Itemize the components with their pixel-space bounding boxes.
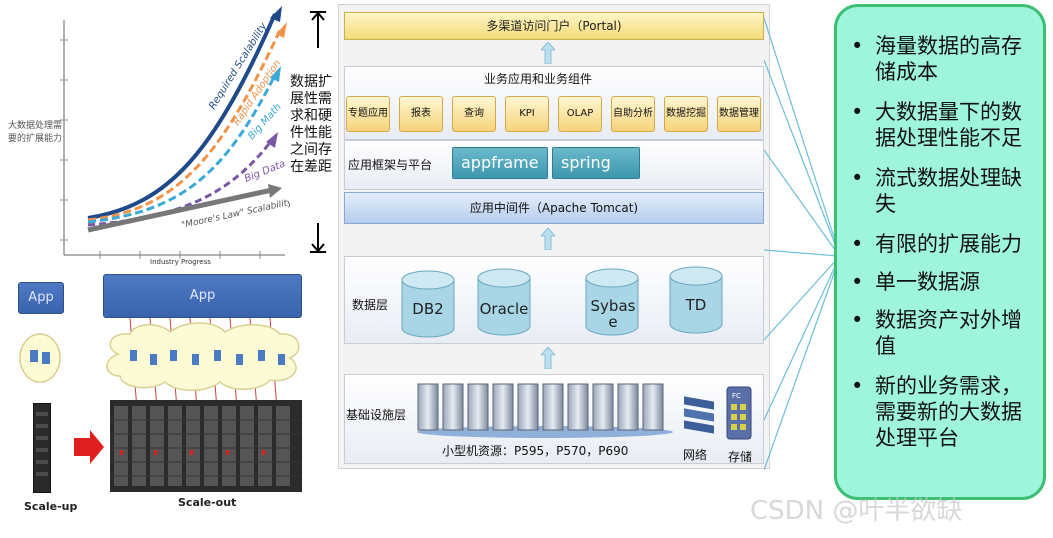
series-big-math: [87, 74, 277, 224]
storage-icon: FC: [726, 386, 752, 440]
scale-out-server-racks: [110, 400, 302, 492]
spring-box: spring: [552, 147, 640, 179]
component-box: 自助分析: [611, 96, 655, 132]
list-item: • 海量数据的高存储成本: [851, 34, 1022, 84]
scale-up-server-rack: [33, 403, 51, 493]
minicomputer-servers: [417, 383, 673, 438]
database-label: TD: [685, 296, 707, 314]
storage-label: 存储: [728, 450, 753, 464]
cloud-db-small: [19, 333, 61, 383]
up-arrow-icon: [541, 347, 555, 369]
component-box: KPI: [505, 96, 549, 132]
scale-up-label: Scale-up: [24, 500, 78, 513]
framework-layer-label: 应用框架与平台: [348, 158, 433, 172]
component-box: 数据管理: [717, 96, 761, 132]
database-cylinder: Sybase: [584, 268, 640, 336]
series-required-arrowhead: [270, 6, 282, 22]
series-required-scalability: [87, 13, 277, 220]
series-rapid-arrowhead: [276, 22, 287, 38]
scalability-gap-text: 数据扩展性需求和硬件性能之间存在差距: [290, 74, 332, 175]
middleware-bar: 应用中间件（Apache Tomcat): [344, 192, 764, 224]
label-big-data: Big Data: [243, 158, 287, 184]
gap-arrows: [310, 11, 326, 253]
network-icon: [684, 396, 714, 434]
database-label: Oracle: [479, 300, 529, 318]
list-item: • 流式数据处理缺失: [851, 166, 1022, 216]
problem-list-panel: • 海量数据的高存储成本 • 大数据量下的数据处理性能不足 • 流式数据处理缺失…: [834, 4, 1046, 500]
series-moores-arrowhead: [268, 184, 282, 198]
component-box: 数据挖掘: [664, 96, 708, 132]
database-cylinder: TD: [668, 266, 724, 334]
up-arrow-icon: [541, 42, 555, 64]
infra-resources-label: 小型机资源：P595，P570，P690: [442, 444, 629, 458]
list-item: • 单一数据源: [851, 270, 980, 294]
series-big-data-arrowhead: [266, 132, 278, 148]
bullet-icon: •: [851, 232, 864, 256]
storage-icon-label: FC: [732, 392, 741, 400]
portal-bar: 多渠道访问门户（Portal): [344, 12, 764, 40]
database-label: Sybase: [590, 297, 636, 331]
scale-arrow-icon: [74, 430, 104, 464]
watermark: CSDN @叶半欲缺: [750, 496, 963, 526]
list-item: • 新的业务需求，需要新的大数据处理平台: [851, 374, 1022, 450]
chart-x-ticks: [99, 251, 261, 259]
up-arrow-icon: [541, 228, 555, 250]
bullet-icon: •: [851, 100, 864, 124]
bullet-icon: •: [851, 166, 864, 190]
chart-y-label: 大数据处理需要的扩展能力: [8, 121, 63, 144]
component-box: 查询: [452, 96, 496, 132]
business-layer-title: 业务应用和业务组件: [484, 72, 593, 86]
database-cylinder: DB2: [400, 270, 456, 338]
scalability-chart: Required Scalability Rapid Adoption Big …: [60, 6, 290, 259]
component-box: OLAP: [558, 96, 602, 132]
app-box-scale-out: App: [103, 274, 302, 318]
app-box-scale-up: App: [18, 282, 64, 314]
bullet-icon: •: [851, 34, 864, 58]
bullet-icon: •: [851, 308, 864, 332]
bullet-icon: •: [851, 270, 864, 294]
component-box: 报表: [399, 96, 443, 132]
chart-y-ticks: [60, 39, 68, 241]
list-item: • 大数据量下的数据处理性能不足: [851, 100, 1022, 150]
data-layer-label: 数据层: [352, 298, 389, 312]
list-item: • 数据资产对外增值: [851, 308, 1022, 358]
component-box: 专题应用: [346, 96, 390, 132]
network-label: 网络: [683, 448, 708, 462]
scale-out-label: Scale-out: [178, 496, 237, 509]
bullet-icon: •: [851, 374, 864, 398]
connector-rays: [764, 17, 839, 471]
database-cylinder: Oracle: [476, 268, 532, 336]
series-rapid-adoption: [87, 29, 282, 222]
series-big-math-arrowhead: [270, 66, 281, 82]
appframe-box: appframe: [452, 147, 548, 179]
list-item: • 有限的扩展能力: [851, 232, 1022, 256]
database-label: DB2: [412, 300, 444, 318]
series-big-data: [87, 139, 274, 227]
series-moores-law: [87, 187, 273, 233]
chart-x-label: Industry Progress: [150, 258, 211, 266]
infrastructure-layer-label: 基础设施层: [346, 408, 407, 422]
